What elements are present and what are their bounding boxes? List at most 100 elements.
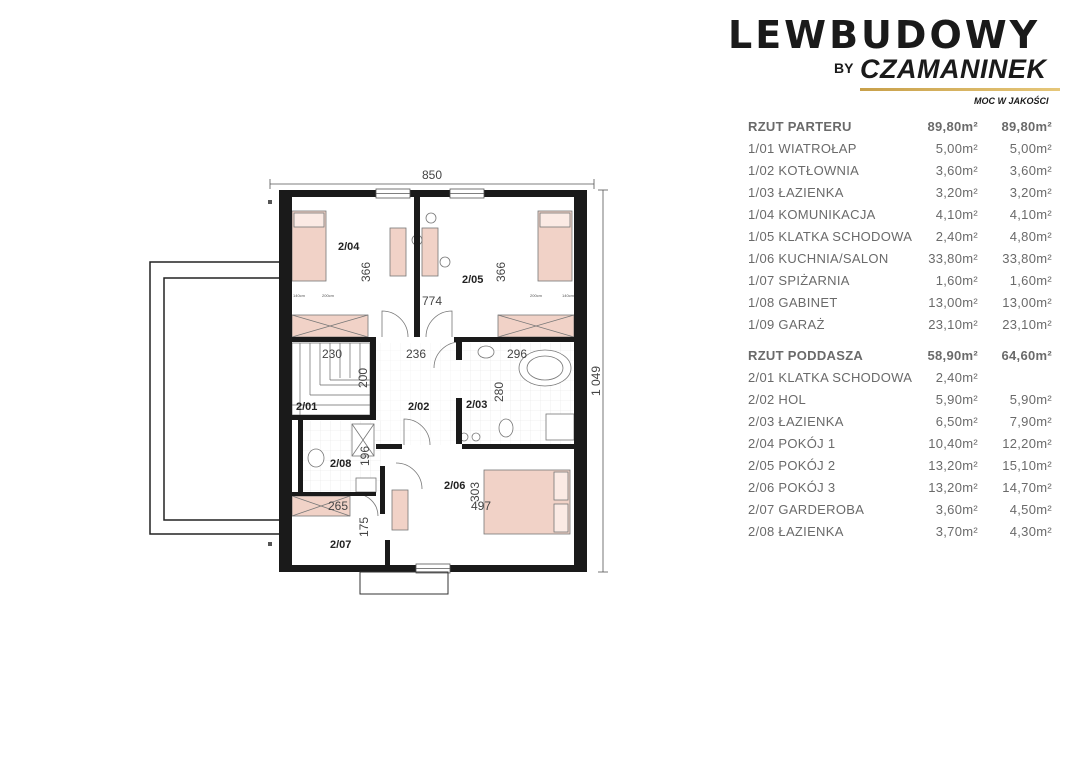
area-row: 1/01 WIATROŁAP 5,00m² 5,00m² [748, 138, 1052, 160]
room-area-total: 3,60m² [1009, 163, 1052, 178]
bed-label-140-b: 140cm [562, 293, 575, 298]
overall-height-label: 1 049 [589, 366, 603, 396]
brand-tagline: MOC W JAKOŚCI [974, 96, 1049, 106]
dim-774: 774 [422, 294, 442, 308]
attic-title: RZUT PODDASZA [748, 348, 864, 363]
bed-label-200-a: 200cm [322, 293, 335, 298]
room-area-usable: 33,80m² [928, 251, 978, 266]
room-area-usable: 1,60m² [935, 273, 978, 288]
area-table: RZUT PARTERU 89,80m² 89,80m² 1/01 WIATRO… [748, 116, 1052, 543]
room-name: 1/04 KOMUNIKACJA [748, 207, 876, 222]
terrace-outline [149, 261, 279, 535]
room-area-total: 1,60m² [1009, 273, 1052, 288]
dim-296: 296 [507, 347, 527, 361]
dim-236: 236 [406, 347, 426, 361]
dim-175: 175 [357, 517, 371, 537]
floor-plan: 850 1 049 [149, 168, 608, 595]
room-area-total: 14,70m² [1002, 480, 1052, 495]
sink-2-08 [355, 477, 377, 493]
room-name: 2/06 POKÓJ 3 [748, 480, 836, 495]
attic-total-1: 58,90m² [927, 348, 978, 363]
shower-tray [545, 413, 575, 441]
attic-header: RZUT PODDASZA 58,90m² 64,60m² [748, 345, 1052, 367]
attic-rows: 2/01 KLATKA SCHODOWA 2,40m² 2/02 HOL 5,90m²… [748, 367, 1052, 543]
room-name: 1/07 SPIŻARNIA [748, 273, 850, 288]
room-label-2-05: 2/05 [462, 274, 483, 286]
room-label-2-02: 2/02 [408, 401, 429, 413]
room-area-usable: 3,60m² [935, 502, 978, 517]
room-area-usable: 2,40m² [935, 370, 978, 385]
room-area-total: 3,20m² [1009, 185, 1052, 200]
dim-230: 230 [322, 347, 342, 361]
dimension-lines [269, 179, 608, 573]
room-name: 2/08 ŁAZIENKA [748, 524, 844, 539]
overall-width-label: 850 [422, 168, 442, 182]
brand-underline [860, 88, 1060, 91]
room-area-total: 4,50m² [1009, 502, 1052, 517]
brand-logo: LEWBUDOWY BY CZAMANINEK MOC W JAKOŚCI [728, 14, 1064, 106]
dim-303: 303 [468, 482, 482, 502]
room-area-usable: 4,10m² [935, 207, 978, 222]
room-area-usable: 6,50m² [935, 414, 978, 429]
ground-floor-total-1: 89,80m² [927, 119, 978, 134]
desk-room-2-05 [421, 227, 439, 277]
room-area-usable: 10,40m² [928, 436, 978, 451]
desk-room-2-04 [389, 227, 407, 277]
room-area-usable: 13,20m² [928, 480, 978, 495]
dim-196: 196 [358, 446, 372, 466]
area-row: 2/07 GARDEROBA 3,60m² 4,50m² [748, 499, 1052, 521]
ground-floor-title: RZUT PARTERU [748, 119, 852, 134]
attic-total-2: 64,60m² [1001, 348, 1052, 363]
washbasin [477, 345, 495, 359]
room-name: 1/05 KLATKA SCHODOWA [748, 229, 913, 244]
ground-floor-total-2: 89,80m² [1001, 119, 1052, 134]
area-row: 2/04 POKÓJ 1 10,40m² 12,20m² [748, 433, 1052, 455]
room-label-2-03: 2/03 [466, 399, 487, 411]
hall-tiles [376, 343, 462, 445]
room-area-total: 5,90m² [1009, 392, 1052, 407]
room-area-usable: 5,00m² [935, 141, 978, 156]
toilet-2-08 [307, 448, 325, 468]
room-area-total: 23,10m² [1002, 317, 1052, 332]
room-area-usable: 3,20m² [935, 185, 978, 200]
room-area-total: 7,90m² [1009, 414, 1052, 429]
room-area-usable: 23,10m² [928, 317, 978, 332]
room-label-2-07: 2/07 [330, 539, 351, 551]
entrance-canopy [359, 571, 449, 595]
ground-floor-header: RZUT PARTERU 89,80m² 89,80m² [748, 116, 1052, 138]
room-area-usable: 3,70m² [935, 524, 978, 539]
room-name: 1/01 WIATROŁAP [748, 141, 857, 156]
bed-label-200-b: 200cm [530, 293, 543, 298]
room-name: 2/04 POKÓJ 1 [748, 436, 836, 451]
room-name: 2/02 HOL [748, 392, 807, 407]
room-area-total: 5,00m² [1009, 141, 1052, 156]
room-name: 2/01 KLATKA SCHODOWA [748, 370, 913, 385]
room-area-usable: 2,40m² [935, 229, 978, 244]
brand-by: BY [834, 60, 854, 76]
area-row: 1/07 SPIŻARNIA 1,60m² 1,60m² [748, 270, 1052, 292]
room-area-total: 4,10m² [1009, 207, 1052, 222]
room-area-total: 12,20m² [1002, 436, 1052, 451]
dim-497: 497 [471, 499, 491, 513]
room-name: 2/07 GARDEROBA [748, 502, 865, 517]
room-area-total: 13,00m² [1002, 295, 1052, 310]
room-label-2-08: 2/08 [330, 458, 351, 470]
area-row: 1/05 KLATKA SCHODOWA 2,40m² 4,80m² [748, 226, 1052, 248]
brand-company: CZAMANINEK [860, 54, 1047, 84]
room-label-2-06: 2/06 [444, 480, 465, 492]
room-label-2-01: 2/01 [296, 401, 317, 413]
windows [375, 188, 485, 574]
room-label-2-04: 2/04 [338, 241, 360, 253]
dim-280: 280 [492, 382, 506, 402]
area-row: 1/04 KOMUNIKACJA 4,10m² 4,10m² [748, 204, 1052, 226]
bed-label-140-a: 140cm [293, 293, 306, 298]
room-area-total: 4,80m² [1009, 229, 1052, 244]
